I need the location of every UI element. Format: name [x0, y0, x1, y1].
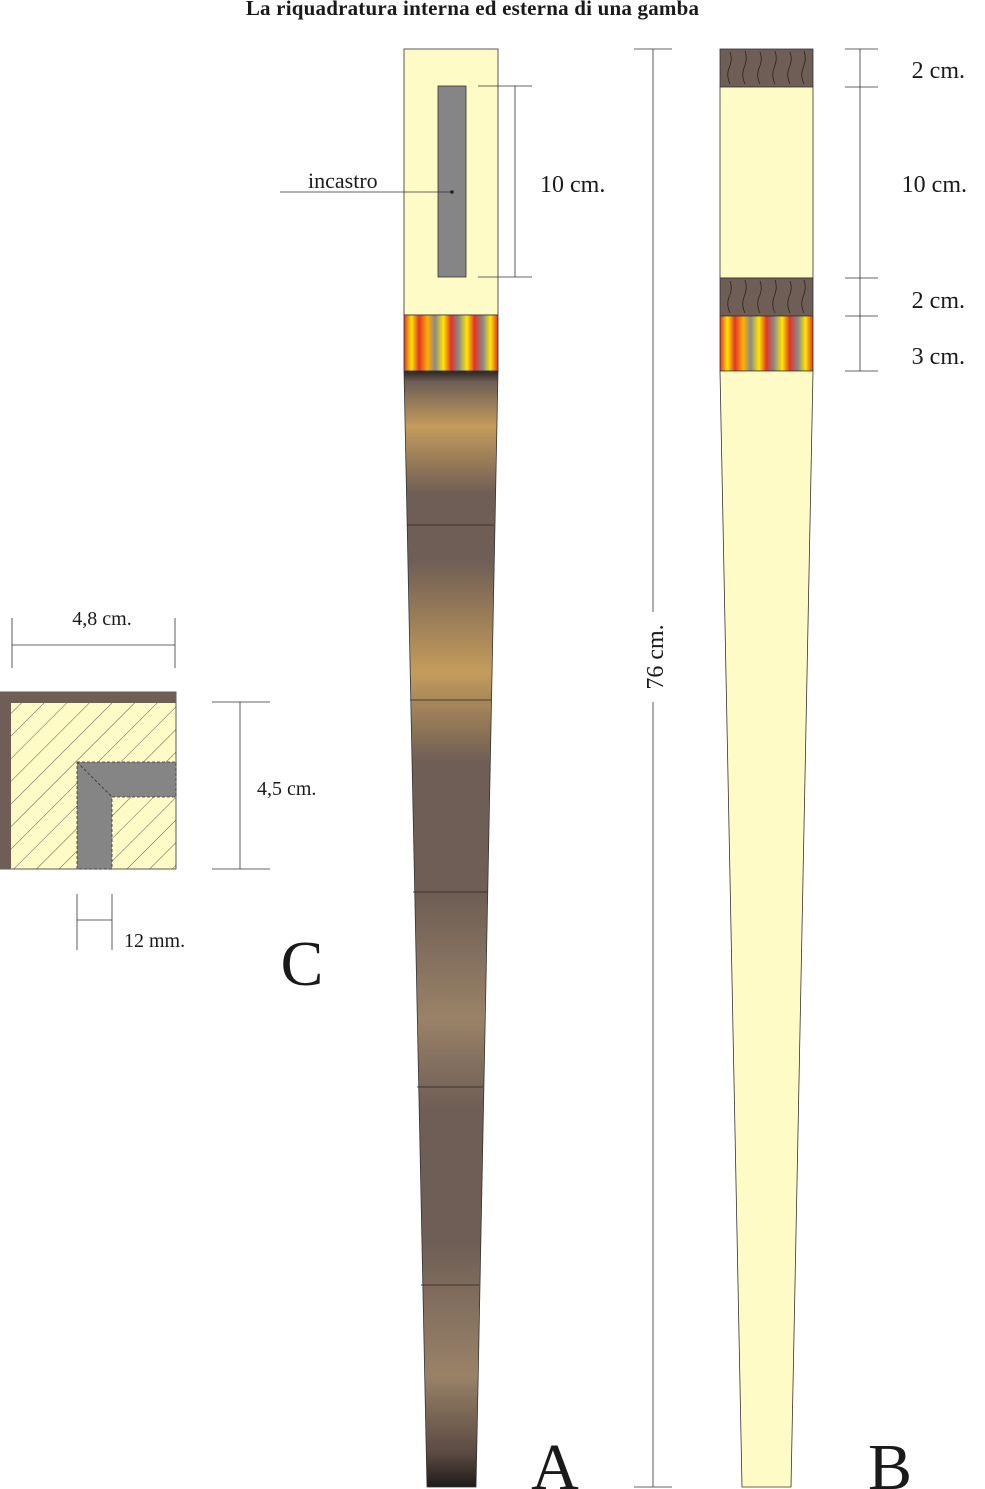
leg-b-face — [719, 86, 814, 279]
leg-a-tapered-shaft — [403, 370, 499, 1488]
leg-a-decor-band — [403, 314, 499, 372]
letter-a: A — [531, 1431, 579, 1489]
section-c-tenon-label: 12 mm. — [124, 930, 185, 952]
leg-b-decor-band — [719, 315, 814, 372]
leg-b-top-end-grain — [719, 48, 814, 88]
leg-b-dim-band: 3 cm. — [912, 344, 965, 370]
section-c-width-dimension — [11, 618, 176, 668]
section-c-mortise-cut — [76, 761, 177, 870]
section-c-height-dimension — [212, 701, 270, 870]
mortise — [437, 85, 467, 278]
leg-b-mid-end-grain — [719, 277, 814, 317]
total-length-label: 76 cm. — [643, 624, 669, 689]
section-c-left-veneer — [0, 692, 11, 869]
diagram-title: La riquadratura interna ed esterna di un… — [245, 0, 700, 20]
section-c-tenon-dimension — [76, 894, 113, 950]
leg-b-dimension-chain — [845, 48, 878, 372]
total-length-dimension — [634, 48, 672, 1488]
leg-b-tapered-shaft — [719, 370, 814, 1488]
leg-a — [403, 48, 499, 1488]
mortise-leader-dot — [450, 190, 454, 194]
leg-b-dim-face: 10 cm. — [902, 172, 967, 198]
section-c-top-veneer — [0, 692, 176, 703]
section-c — [0, 691, 177, 870]
leg-b — [719, 48, 814, 1488]
section-c-width-label: 4,8 cm. — [72, 608, 131, 630]
letter-b: B — [868, 1431, 912, 1489]
leg-b-top-grain — [727, 50, 806, 85]
leg-b-dim-mid-grain: 2 cm. — [912, 288, 965, 314]
mortise-dimension — [478, 85, 532, 278]
letter-c: C — [281, 928, 324, 999]
leg-b-dim-top-grain: 2 cm. — [912, 58, 965, 84]
section-c-mortise-diagonal — [76, 761, 113, 798]
mortise-label: incastro — [308, 168, 378, 193]
leg-a-section-lines — [407, 524, 494, 1286]
leg-b-mid-grain — [727, 279, 806, 314]
section-c-height-label: 4,5 cm. — [257, 778, 316, 800]
mortise-length-label: 10 cm. — [540, 172, 605, 198]
